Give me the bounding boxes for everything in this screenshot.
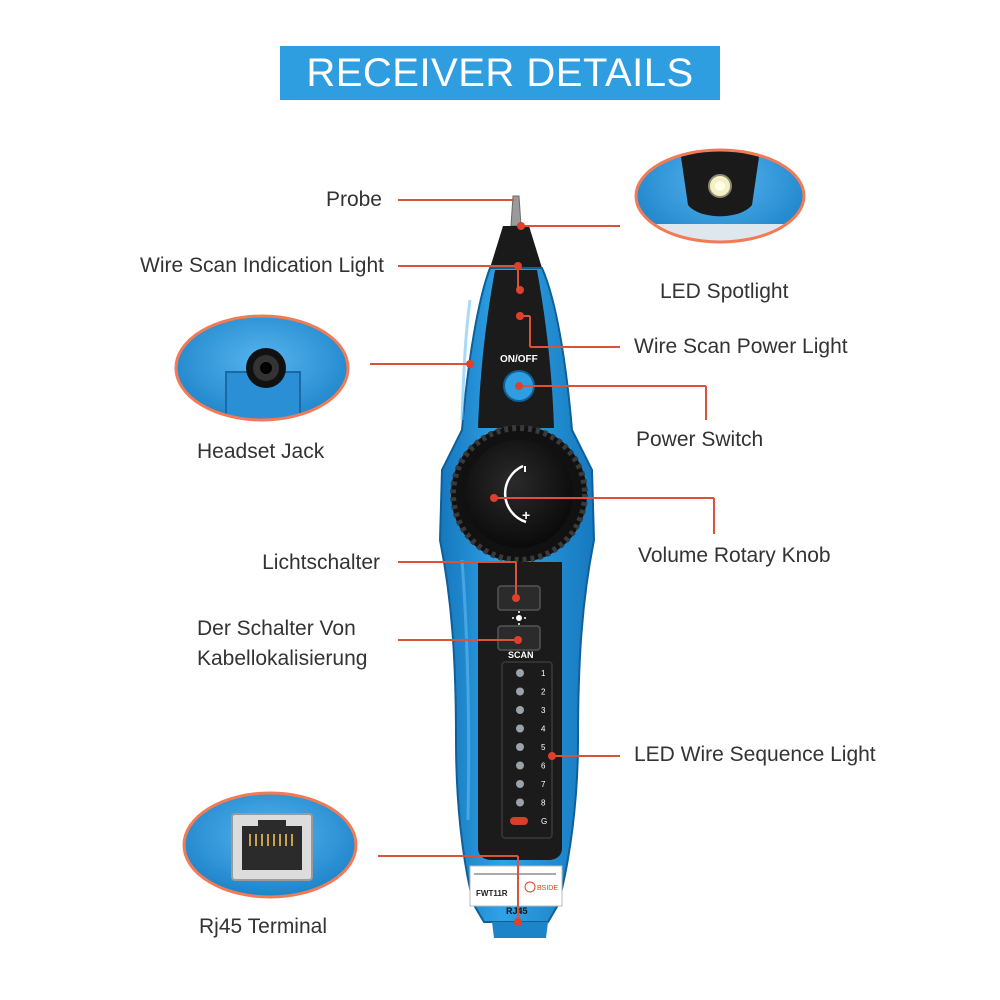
led-number-4: 4	[541, 725, 546, 734]
knob-plus: +	[522, 507, 530, 523]
upper-panel	[478, 270, 554, 428]
scan-label: SCAN	[508, 650, 534, 660]
rj45-port-bottom	[492, 922, 548, 938]
rj45-mark: RJ45	[506, 906, 528, 916]
led-number-8: 8	[541, 799, 546, 808]
led-number-G: G	[541, 817, 547, 826]
rj45-terminal-lens	[182, 791, 358, 899]
led-number-1: 1	[541, 669, 546, 678]
led-light-1	[516, 669, 524, 677]
headset-jack-lens	[174, 314, 350, 422]
led-light-8	[516, 798, 524, 807]
led-light-7	[516, 780, 524, 788]
led-light-G	[510, 817, 528, 825]
label-wire-scan-indication-light: Wire Scan Indication Light	[140, 254, 384, 277]
led-sequence-lights: 1 2 3 4 5 6 7 8G	[510, 669, 547, 826]
led-light-3	[516, 706, 524, 714]
label-volume-rotary-knob: Volume Rotary Knob	[638, 544, 831, 567]
led-panel	[501, 661, 553, 839]
title-banner: RECEIVER DETAILS	[280, 46, 720, 100]
label-headset-jack: Headset Jack	[197, 440, 325, 463]
volume-arc-icon	[503, 464, 527, 524]
on-off-label: ON/OFF	[500, 354, 538, 365]
led-number-5: 5	[541, 743, 546, 752]
brand-logo: BSIDE	[524, 881, 558, 893]
led-light-6	[516, 761, 524, 770]
led-number-2: 2	[541, 688, 546, 697]
label-plate	[469, 865, 563, 907]
led-spotlight-lens	[634, 148, 806, 244]
label-der-schalter: Der Schalter Von Kabellokalisierung	[197, 617, 368, 670]
label-lichtschalter: Lichtschalter	[262, 551, 380, 574]
label-led-wire-sequence-light: LED Wire Sequence Light	[634, 743, 876, 766]
led-light-4	[516, 724, 524, 733]
nose-cone	[490, 226, 542, 268]
label-led-spotlight: LED Spotlight	[660, 280, 789, 303]
volume-knob	[465, 440, 573, 548]
led-number-7: 7	[541, 780, 546, 789]
svg-text:BSIDE: BSIDE	[537, 885, 558, 892]
label-wire-scan-power-light: Wire Scan Power Light	[634, 335, 848, 358]
label-probe: Probe	[325, 188, 382, 211]
label-power-switch: Power Switch	[636, 428, 764, 451]
label-rj45-terminal: Rj45 Terminal	[199, 915, 327, 938]
sun-icon	[512, 611, 526, 625]
led-light-5	[516, 743, 524, 751]
page-title: RECEIVER DETAILS	[306, 50, 694, 95]
led-number-6: 6	[541, 762, 546, 771]
callout-dots	[466, 222, 556, 926]
led-light-2	[516, 687, 524, 696]
callout-lines	[370, 199, 715, 922]
led-number-3: 3	[541, 706, 546, 715]
model-text: FWT11R	[476, 889, 508, 898]
